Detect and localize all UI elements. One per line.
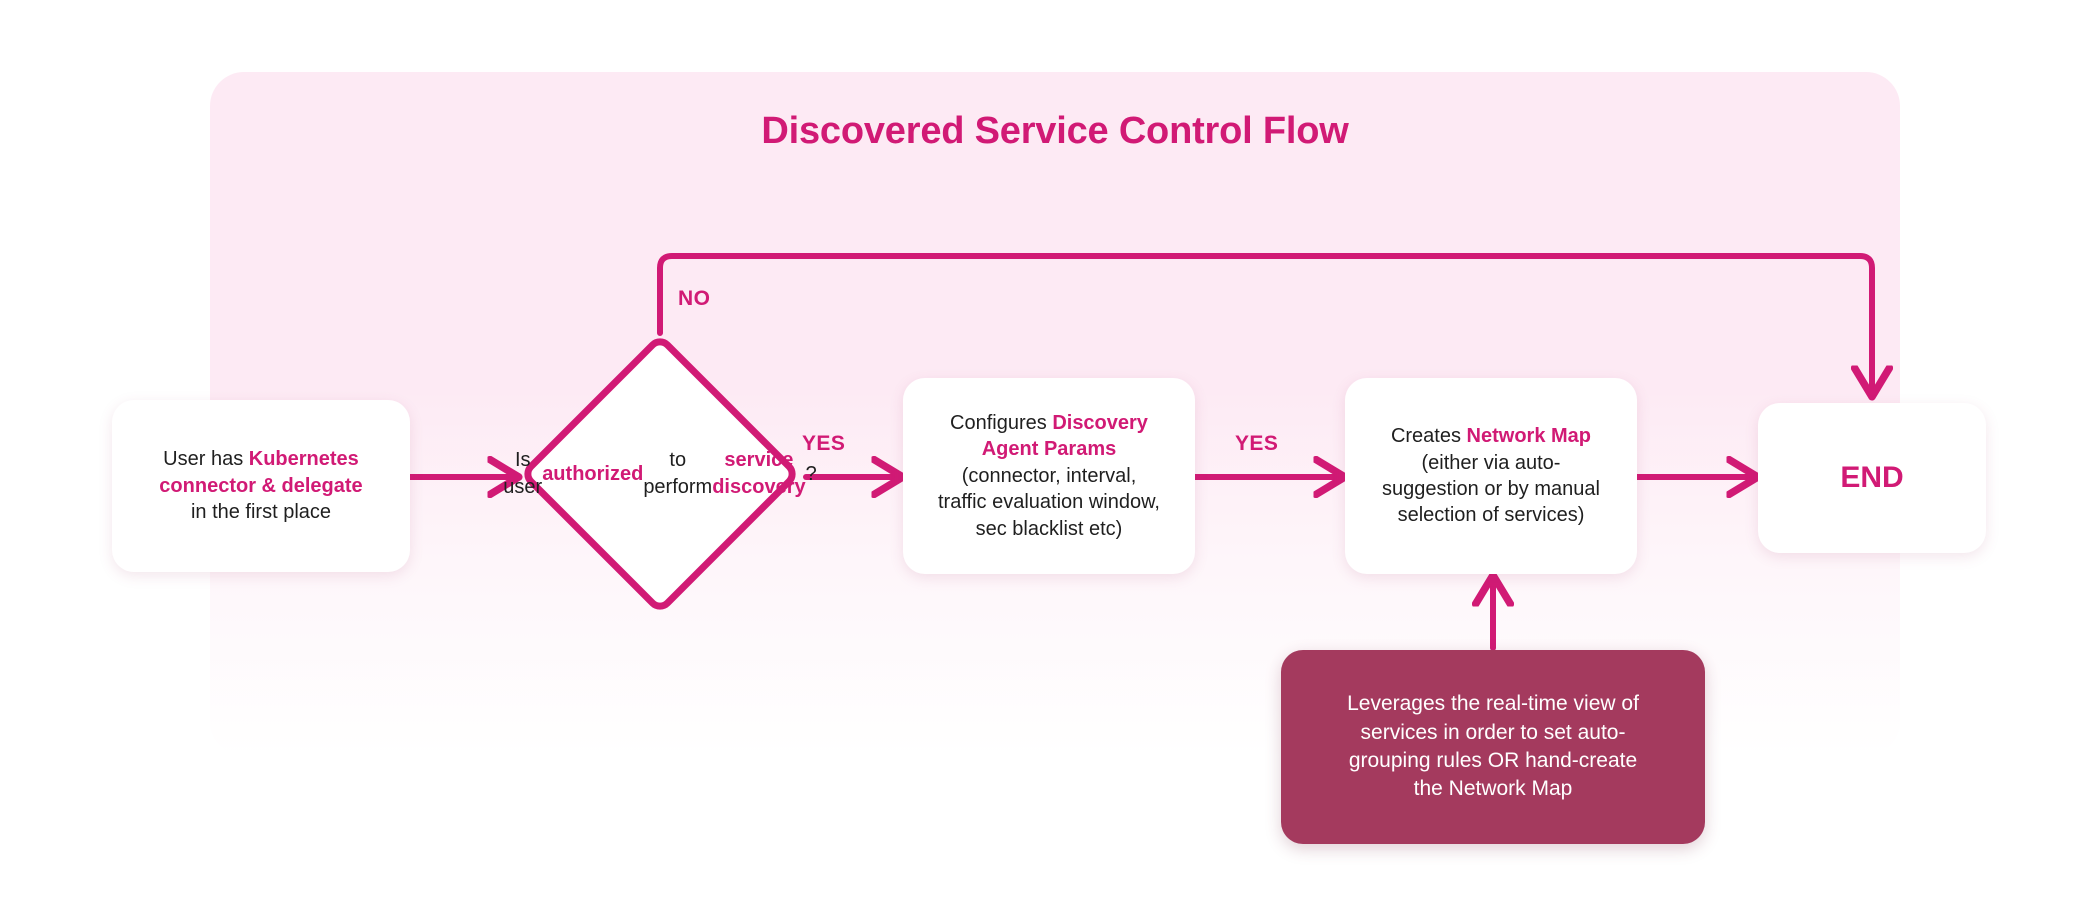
edge-label-yes-config-to-netmap: YES (1235, 432, 1279, 455)
node-netmap-text: Creates Network Map(either via auto-sugg… (1382, 425, 1600, 527)
edge-label-yes-decision-to-config: YES (802, 432, 846, 455)
node-creates-network-map[interactable]: Creates Network Map(either via auto-sugg… (1345, 378, 1637, 574)
diagram-title: Discovered Service Control Flow (761, 110, 1349, 152)
node-end[interactable]: END (1758, 403, 1986, 553)
edge-label-no: NO (678, 287, 711, 310)
node-end-label: END (1840, 461, 1904, 495)
